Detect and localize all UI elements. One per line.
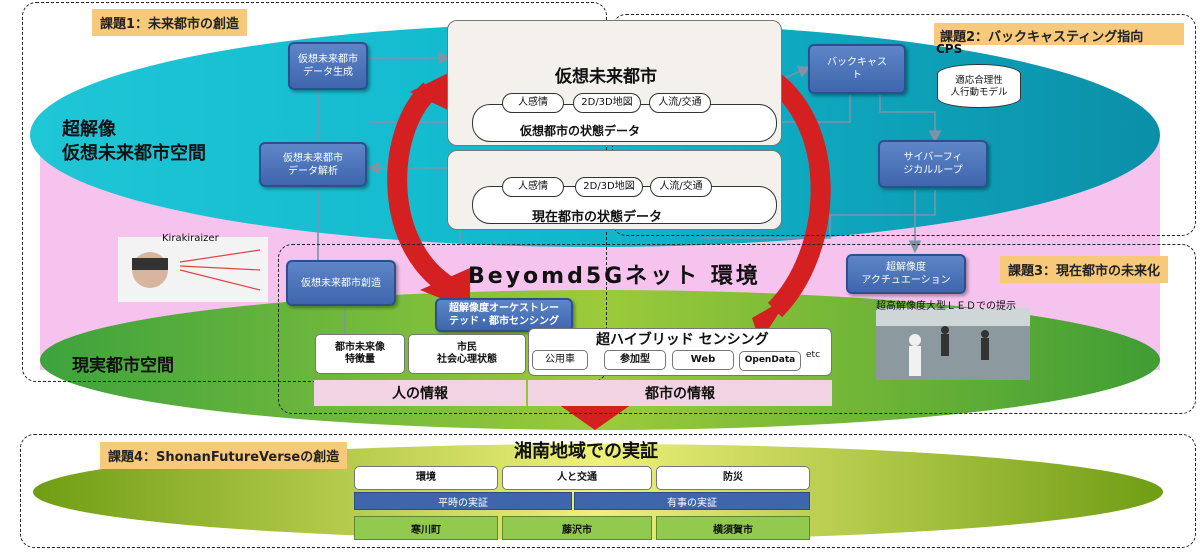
theme-disaster: 防災 — [656, 466, 810, 490]
network-label: Beyomd5Gネット 環境 — [468, 264, 761, 289]
current-item-flow: 人流/交通 — [650, 177, 712, 197]
theme-environment: 環境 — [354, 466, 498, 490]
task3-tag: 課題3：現在都市の未来化 — [1000, 256, 1169, 283]
current-item-emotion: 人感情 — [502, 177, 564, 197]
orchestration-box: 超解像度オーケストレーテッド・都市センシング — [435, 298, 573, 332]
shonan-title: 湘南地域での実証 — [514, 441, 658, 462]
virtual-data-generation-box: 仮想未来都市データ生成 — [288, 42, 368, 90]
sensing-etc: etc — [806, 350, 821, 360]
citizen-psychology-line1: 市民 — [457, 341, 477, 353]
task4-frame — [20, 434, 1196, 548]
orchestration-line2: テッド・都市センシング — [449, 316, 559, 327]
people-info-bar: 人の情報 — [314, 380, 526, 406]
task2-tag-line1: 課題2：バックキャスティング指向 — [940, 30, 1144, 45]
virtual-data-analysis-box: 仮想未来都市データ解析 — [259, 142, 367, 187]
cyber-physical-loop-box: サイバーフィジカルループ — [878, 140, 988, 188]
cyber-physical-line1: サイバーフィ — [903, 152, 963, 163]
city-feature-line1: 都市未来像 — [335, 341, 385, 353]
task3-frame — [278, 244, 1196, 414]
city-info-bar: 都市の情報 — [528, 380, 832, 406]
behavior-model-database: 適応合理性 人行動モデル — [937, 64, 1021, 108]
virtual-space-label: 超解像 仮想未来都市空間 — [62, 118, 206, 166]
city-feature-box: 都市未来像特徴量 — [315, 334, 405, 374]
hybrid-sensing-title: 超ハイブリッド センシング — [596, 332, 769, 348]
actuation-line1: 超解像度 — [886, 262, 926, 273]
backcast-box: バックキャスト — [808, 44, 906, 94]
virtual-data-generation-line2: データ生成 — [303, 67, 353, 78]
sensing-web: Web — [672, 350, 734, 370]
task1-tag: 課題1：未来都市の創造 — [92, 9, 248, 36]
virtual-space-label-line1: 超解像 — [62, 119, 116, 140]
cyber-physical-line2: ジカルループ — [903, 165, 963, 176]
task4-tag: 課題4：ShonanFutureVerseの創造 — [100, 442, 348, 469]
virtual-item-emotion: 人感情 — [502, 93, 564, 113]
town-fujisawa: 藤沢市 — [502, 516, 652, 540]
virtual-city-creation-label: 仮想未来都市創造 — [301, 277, 381, 289]
emergency-bar: 有事の実証 — [574, 492, 810, 510]
town-samukawa: 寒川町 — [354, 516, 498, 540]
task2-tag: 課題2：バックキャスティング指向 — [934, 23, 1184, 45]
virtual-item-flow: 人流/交通 — [649, 93, 711, 113]
current-item-map: 2D/3D地図 — [575, 177, 643, 197]
task2-tag-line2: CPS — [936, 42, 963, 56]
citizen-psychology-box: 市民社会心理状態 — [408, 334, 526, 374]
behavior-model-line1: 適応合理性 — [955, 75, 1003, 86]
virtual-city-title: 仮想未来都市 — [555, 67, 657, 87]
city-feature-line2: 特徴量 — [345, 354, 375, 365]
sensing-public-vehicle: 公用車 — [532, 350, 588, 370]
virtual-data-generation-line1: 仮想未来都市 — [298, 54, 358, 65]
actuation-box: 超解像度アクチュエーション — [846, 254, 966, 294]
normal-time-bar: 平時の実証 — [354, 492, 572, 510]
sensing-opendata: OpenData — [739, 351, 801, 371]
virtual-state-label: 仮想都市の状態データ — [520, 124, 641, 138]
real-space-label: 現実都市空間 — [72, 356, 174, 376]
virtual-city-creation-box: 仮想未来都市創造 — [286, 260, 396, 306]
led-caption: 超高解像度大型ＬＥＤでの提示 — [876, 301, 1016, 312]
current-state-label: 現在都市の状態データ — [532, 210, 663, 225]
kirakiraizer-label: Kirakiraizer — [162, 233, 219, 244]
actuation-line2: アクチュエーション — [861, 275, 951, 286]
sensing-participatory: 参加型 — [604, 350, 666, 370]
orchestration-line1: 超解像度オーケストレー — [449, 303, 559, 314]
citizen-psychology-line2: 社会心理状態 — [437, 354, 497, 365]
virtual-data-analysis-line1: 仮想未来都市 — [283, 152, 343, 164]
backcast-line1: バックキャス — [827, 57, 887, 68]
theme-people-traffic: 人と交通 — [502, 466, 652, 490]
virtual-data-analysis-line2: データ解析 — [288, 165, 338, 177]
behavior-model-line2: 人行動モデル — [950, 87, 1008, 99]
town-yokosuka: 横須賀市 — [656, 516, 810, 540]
backcast-line2: ト — [852, 70, 862, 81]
virtual-space-label-line2: 仮想未来都市空間 — [62, 143, 206, 164]
virtual-item-map: 2D/3D地図 — [573, 93, 641, 113]
